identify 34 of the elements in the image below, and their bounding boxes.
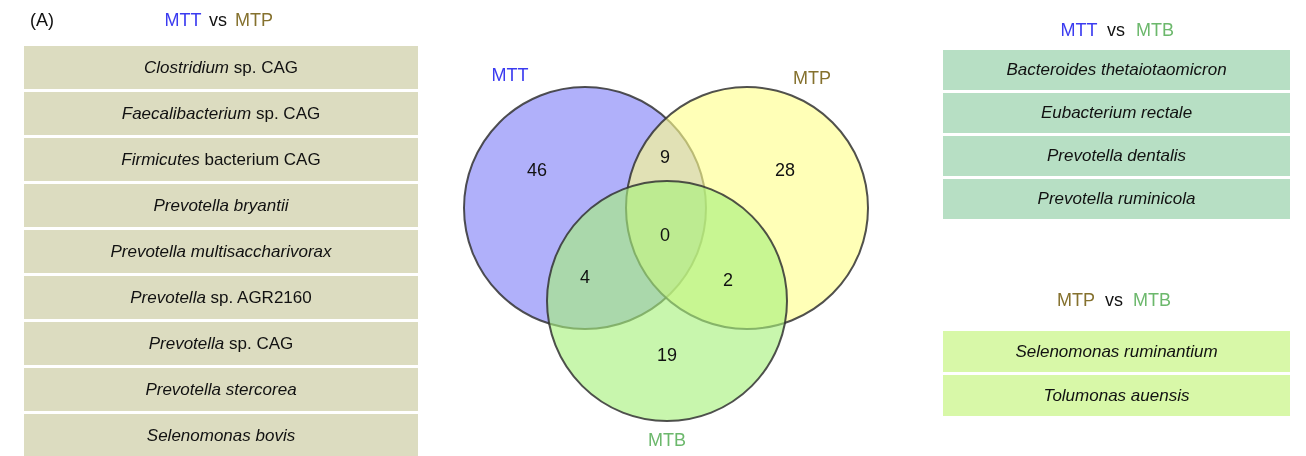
table-cell: Prevotella multisaccharivorax (24, 230, 418, 273)
count-label: 46 (527, 161, 547, 179)
count-label: 9 (660, 148, 670, 166)
table-cell: Bacteroides thetaiotaomicron (943, 50, 1290, 90)
table-cell: Selenomonas ruminantium (943, 331, 1290, 372)
comparison-label: MTB (1133, 291, 1171, 309)
comparison-label: MTT (164, 11, 202, 29)
count-label: 0 (660, 226, 670, 244)
table-cell: Faecalibacterium sp. CAG (24, 92, 418, 135)
table-cell: Clostridium sp. CAG (24, 46, 418, 89)
count-label: 19 (657, 346, 677, 364)
comparison-label: MTT (1060, 21, 1098, 39)
set-name: MTT (491, 66, 529, 84)
set-name: MTP (793, 69, 831, 87)
table-cell: Prevotella sp. CAG (24, 322, 418, 365)
table-cell: Prevotella bryantii (24, 184, 418, 227)
comparison-label: vs (209, 11, 227, 29)
count-label: 28 (775, 161, 795, 179)
comparison-label: MTP (235, 11, 273, 29)
table-cell: Prevotella ruminicola (943, 179, 1290, 219)
comparison-label: MTP (1057, 291, 1095, 309)
comparison-label: MTB (1136, 21, 1174, 39)
table-cell: Tolumonas auensis (943, 375, 1290, 416)
comparison-label: vs (1107, 21, 1125, 39)
table-cell: Selenomonas bovis (24, 414, 418, 456)
comparison-label: vs (1105, 291, 1123, 309)
table-cell: Prevotella dentalis (943, 136, 1290, 176)
table-cell: Firmicutes bacterium CAG (24, 138, 418, 181)
count-label: 2 (723, 271, 733, 289)
table-cell: Prevotella sp. AGR2160 (24, 276, 418, 319)
table-cell: Prevotella stercorea (24, 368, 418, 411)
count-label: 4 (580, 268, 590, 286)
table-cell: Eubacterium rectale (943, 93, 1290, 133)
set-name: MTB (648, 431, 686, 449)
